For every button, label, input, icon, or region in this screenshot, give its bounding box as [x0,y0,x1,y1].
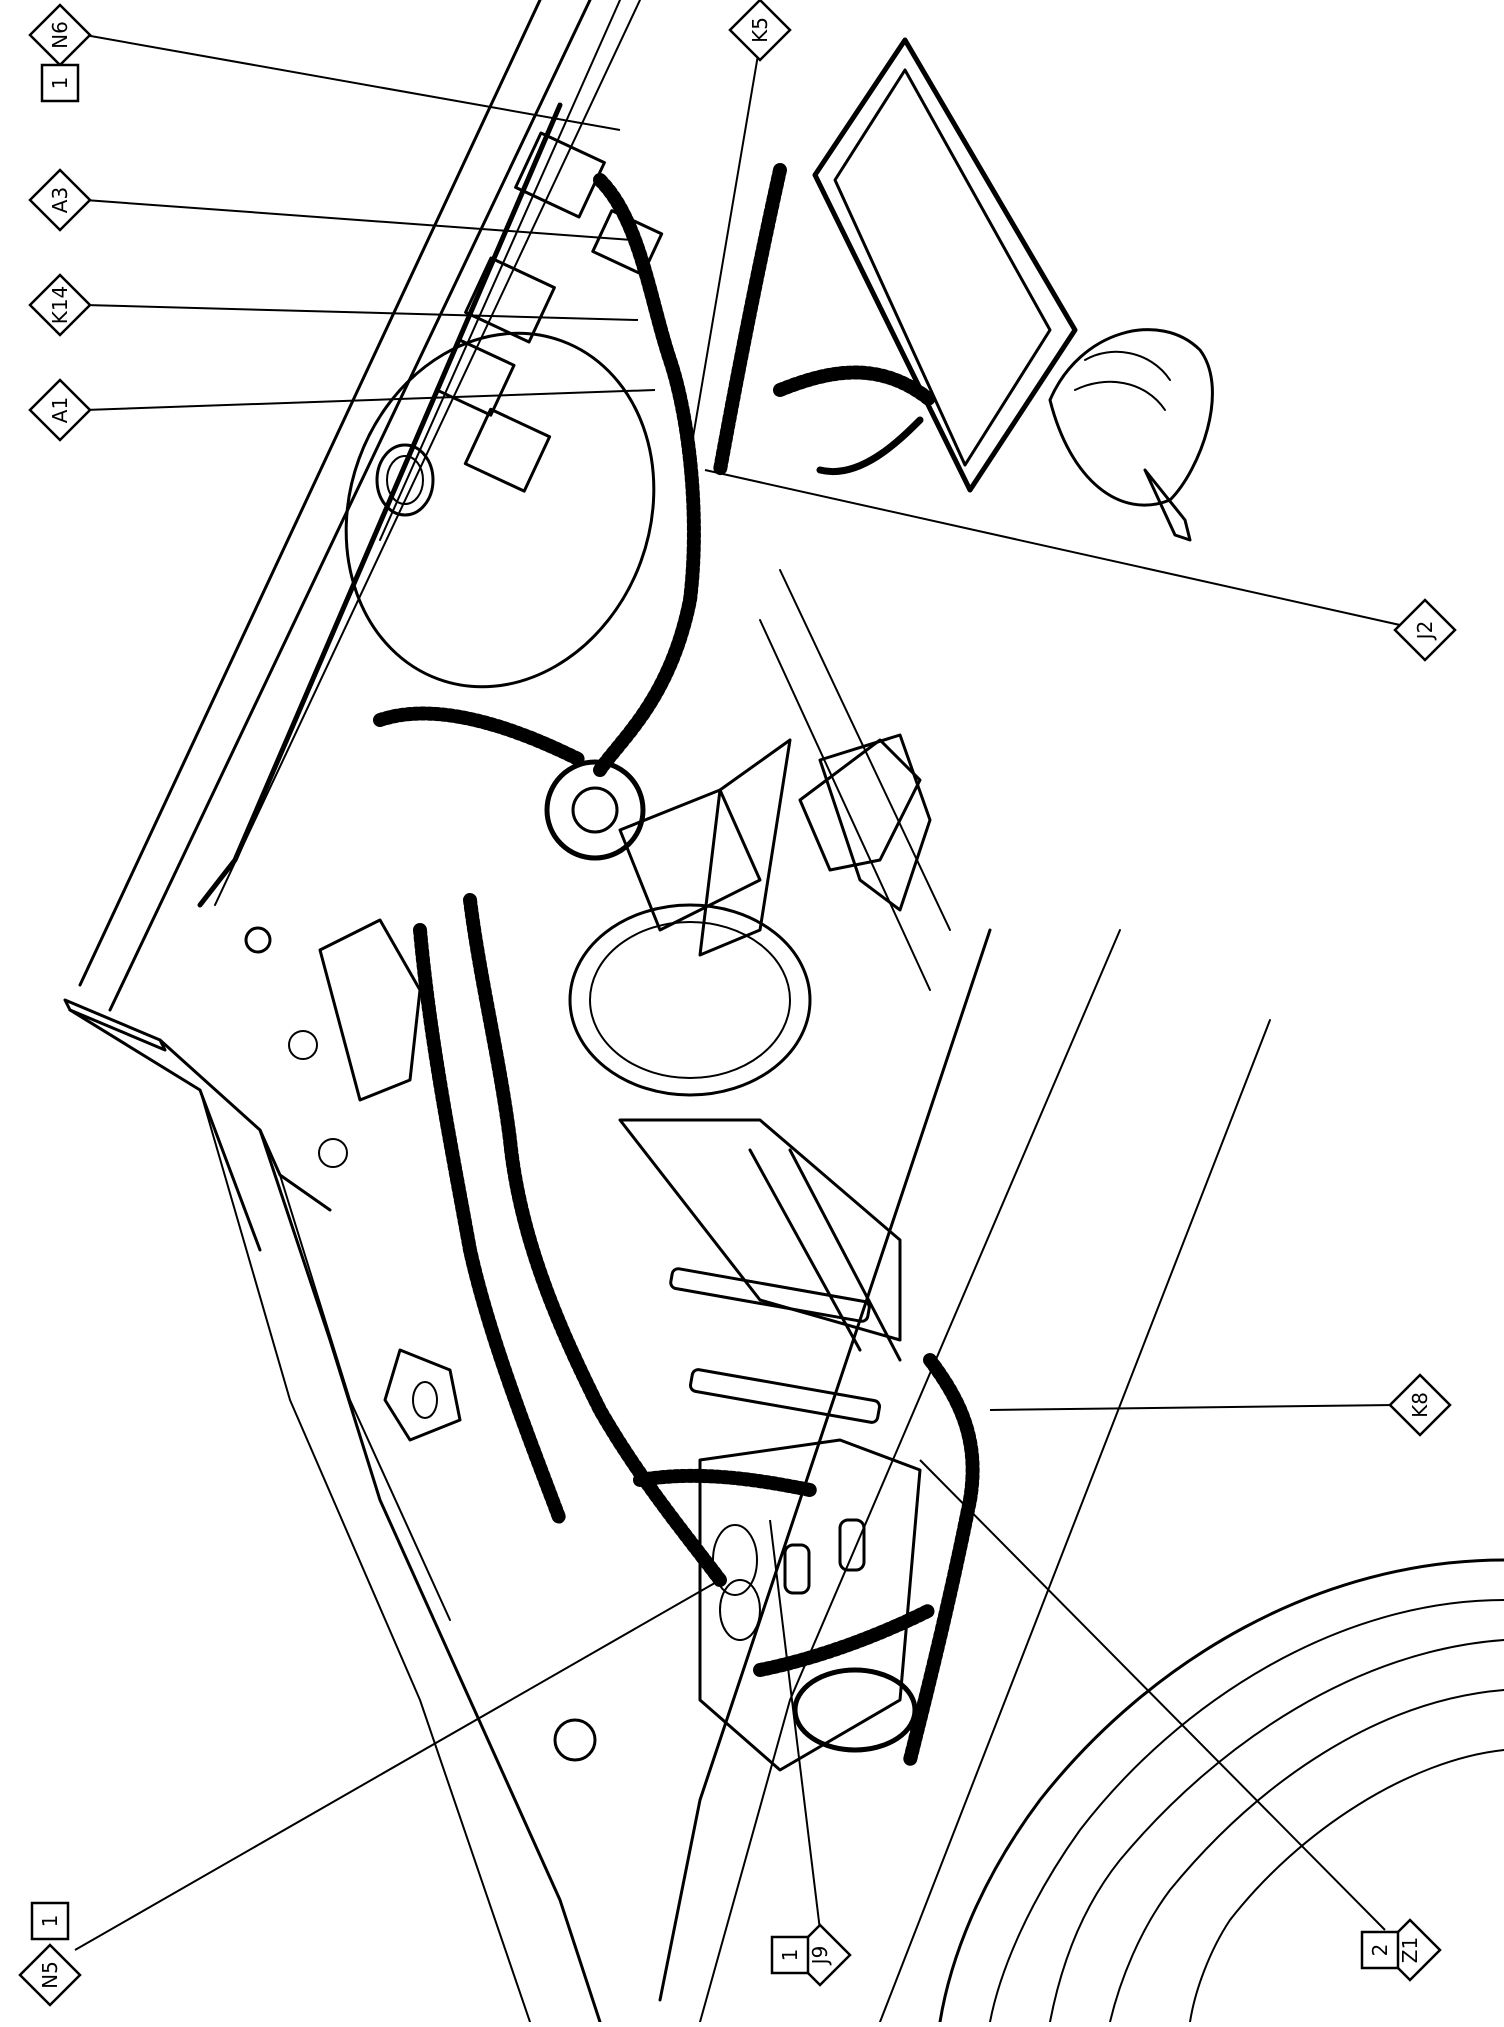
wiring-harness [373,163,980,1767]
body-panels [63,0,1504,2024]
callout-z1: Z1 2 [1360,1918,1442,1982]
sheet-number: 2 [1368,1944,1392,1957]
callout-n6: N6 1 [28,3,92,103]
callout-a1: A1 [28,378,92,442]
brake-servo [344,331,656,689]
callout-diamond [18,1943,82,2007]
sheet-number: 1 [48,77,72,90]
callout-k5: K5 [728,0,792,62]
callout-label: K14 [48,286,72,325]
callout-j2: J2 [1393,598,1457,662]
callout-label: K8 [1408,1392,1432,1418]
callout-diamond [28,378,92,442]
callout-label: Z1 [1398,1937,1422,1963]
callout-diamond [728,0,792,62]
callout-label: A1 [48,397,72,423]
callout-label: N5 [38,1961,62,1989]
sheet-number: 1 [38,1915,62,1928]
callout-label: K5 [748,17,772,43]
callout-diamond [28,273,92,337]
callout-label: J2 [1413,621,1437,642]
sheet-number-box [30,1901,70,1941]
callout-a3: A3 [28,168,92,232]
sheet-number-box [40,63,80,103]
callout-j9: J9 1 [770,1923,852,1987]
callout-k14: K14 [28,273,92,337]
horn-body [1048,328,1214,507]
callout-label: N6 [48,21,72,49]
callout-diamond [28,168,92,232]
sheet-number: 1 [778,1949,802,1962]
callout-k8: K8 [1388,1373,1452,1437]
grommet [544,759,646,861]
leader-lines [74,34,1401,1951]
callout-label: J9 [808,1946,832,1967]
sheet-number-box [770,1935,810,1975]
sheet-number-box [1360,1930,1400,1970]
callout-n5: N5 1 [18,1901,82,2007]
callout-diamond [1393,598,1457,662]
servo-round [568,903,812,1097]
callout-label: A3 [48,187,72,213]
components [244,37,1214,1772]
callout-diamond [1388,1373,1452,1437]
